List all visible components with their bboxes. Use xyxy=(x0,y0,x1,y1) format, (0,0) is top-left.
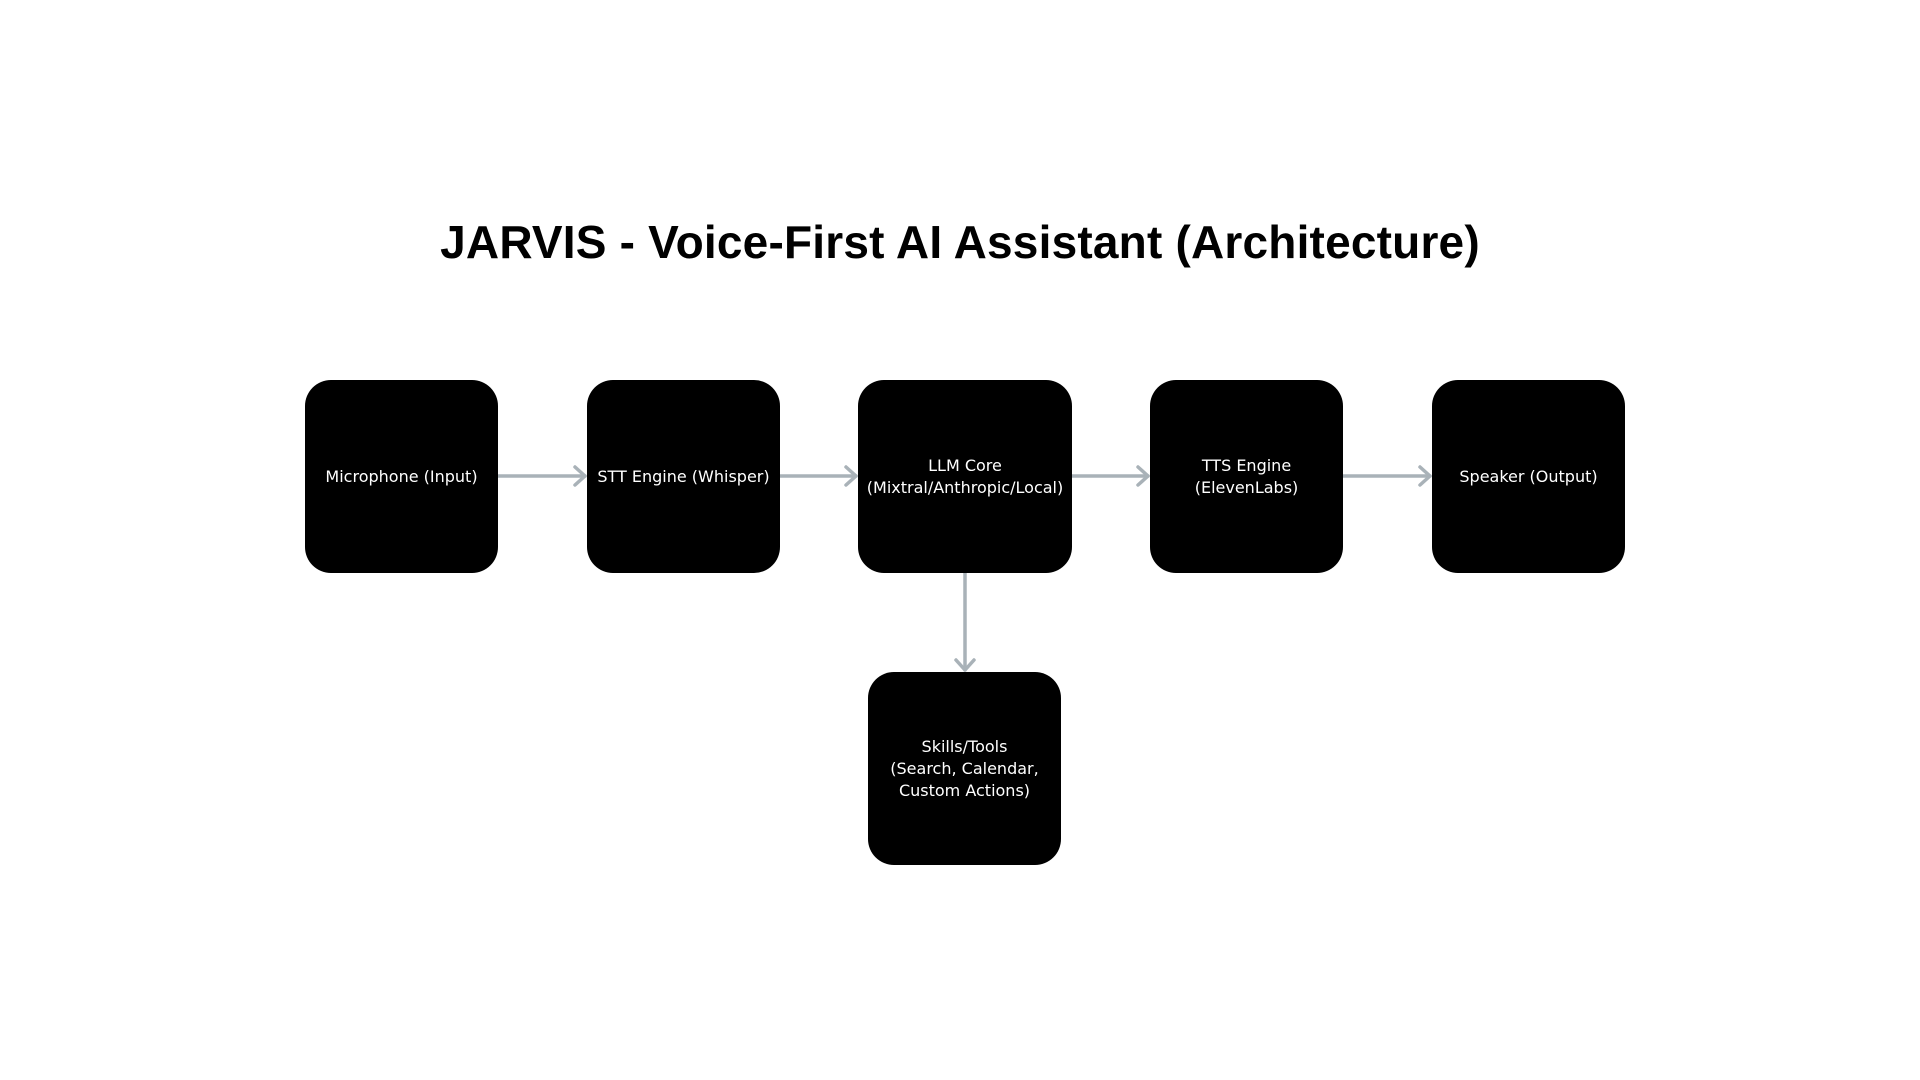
node-tts-engine: TTS Engine (ElevenLabs) xyxy=(1150,380,1343,573)
node-speaker: Speaker (Output) xyxy=(1432,380,1625,573)
arrow-llm-to-skills xyxy=(954,571,976,672)
node-skills-tools: Skills/Tools (Search, Calendar, Custom A… xyxy=(868,672,1061,865)
node-llm-core: LLM Core (Mixtral/Anthropic/Local) xyxy=(858,380,1072,573)
arrow-stt-to-llm xyxy=(778,465,858,487)
node-microphone: Microphone (Input) xyxy=(305,380,498,573)
arrow-microphone-to-stt xyxy=(496,465,587,487)
node-stt-engine: STT Engine (Whisper) xyxy=(587,380,780,573)
arrow-llm-to-tts xyxy=(1070,465,1150,487)
arrow-tts-to-speaker xyxy=(1341,465,1432,487)
diagram-title: JARVIS - Voice-First AI Assistant (Archi… xyxy=(440,216,1480,268)
